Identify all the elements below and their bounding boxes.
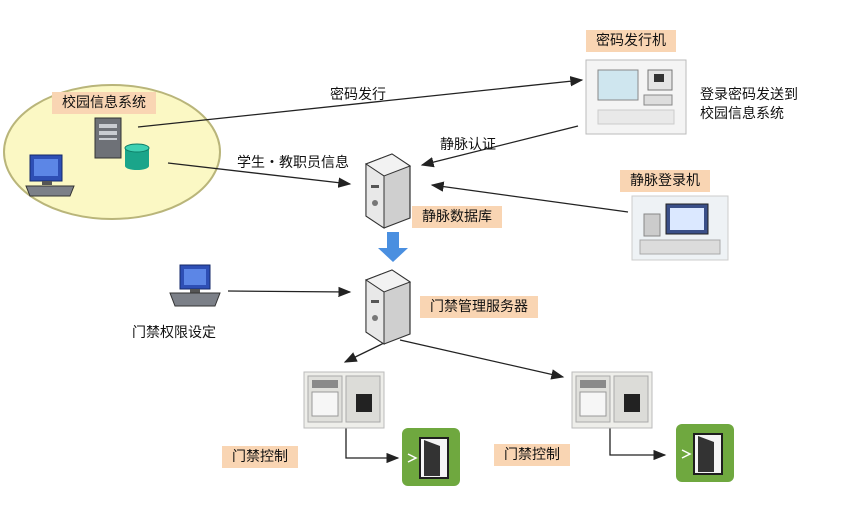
vein-auth-label: 静脉认证 <box>440 137 496 153</box>
login-send-label-line1: 登录密码发送到 <box>700 87 798 103</box>
vein-login-machine-label: 静脉登录机 <box>620 170 710 192</box>
down-arrow-icon <box>378 232 408 262</box>
arrow-left-terminal-door <box>345 428 400 464</box>
arrow-to-left-terminal <box>343 342 385 363</box>
database-icon <box>124 143 150 170</box>
desktop-pc-icon <box>25 154 75 197</box>
login-send-label-line2: 校园信息系统 <box>700 106 784 122</box>
left-vein-terminal-icon <box>303 371 385 429</box>
password-machine-label: 密码发行机 <box>586 30 676 52</box>
access-server-label: 门禁管理服务器 <box>420 296 538 318</box>
campus-system-label: 校园信息系统 <box>52 92 156 114</box>
arrow-to-right-terminal <box>399 339 565 380</box>
access-server-icon <box>364 269 412 345</box>
arrow-password-issue <box>137 76 584 128</box>
vein-db-server-icon <box>364 153 412 229</box>
arrow-student-info <box>167 162 352 188</box>
vein-database-label: 静脉数据库 <box>412 206 502 228</box>
arrow-vein-auth <box>420 125 579 168</box>
access-control-left-label: 门禁控制 <box>222 446 298 468</box>
vein-login-machine-icon <box>631 195 729 261</box>
left-door-icon <box>402 428 460 486</box>
arrow-right-terminal-door <box>609 428 667 461</box>
student-staff-info-label: 学生・教职员信息 <box>237 155 349 171</box>
access-control-right-label: 门禁控制 <box>494 444 570 466</box>
campus-server-icon <box>94 117 122 159</box>
permission-pc-icon <box>169 264 221 307</box>
arrow-access-permission <box>227 286 352 298</box>
right-door-icon <box>676 424 734 482</box>
arrow-vein-login <box>430 181 629 213</box>
password-machine-icon <box>585 59 687 135</box>
right-vein-terminal-icon <box>571 371 653 429</box>
password-issue-label: 密码发行 <box>330 87 386 103</box>
access-permission-label: 门禁权限设定 <box>132 325 216 341</box>
